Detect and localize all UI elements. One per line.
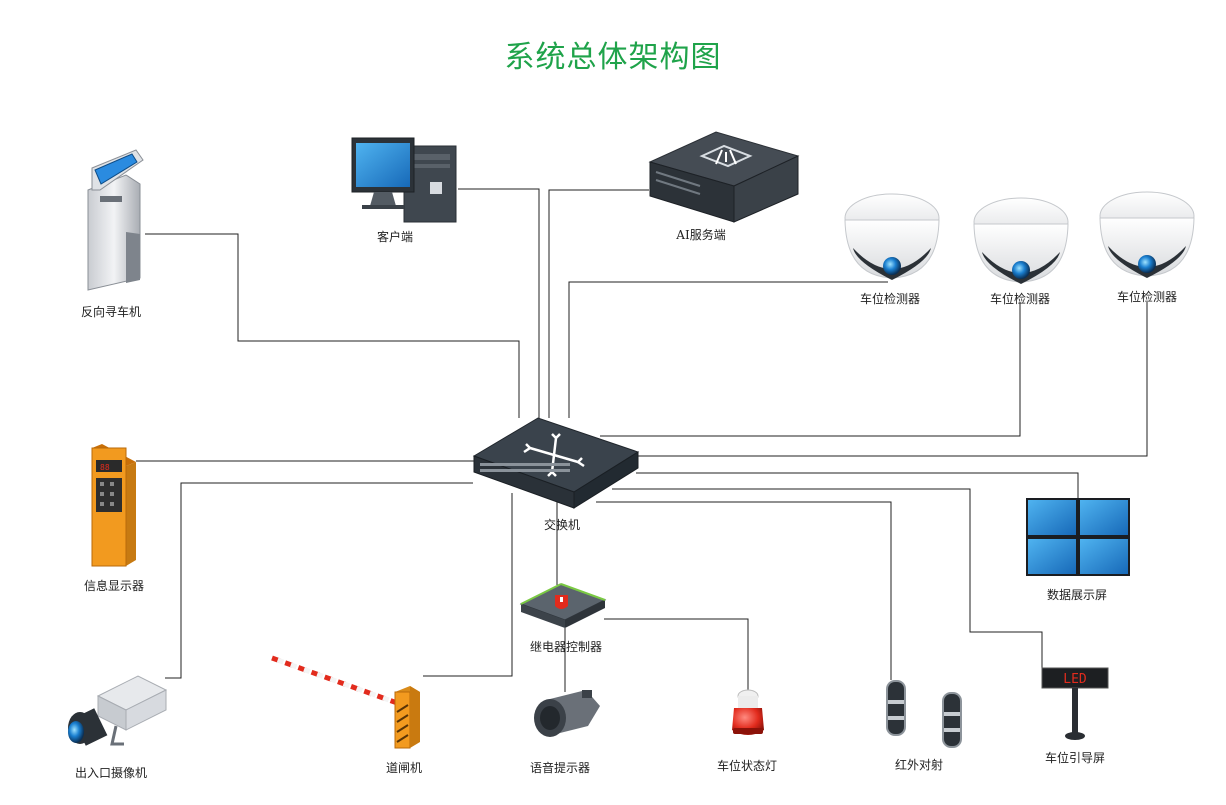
label-data-wall: 数据展示屏 [1046,588,1108,602]
label-client: 客户端 [376,230,414,244]
diagram-title: 系统总体架构图 [504,40,722,75]
label-status-light: 车位状态灯 [716,759,778,773]
label-detector-1: 车位检测器 [859,292,921,306]
barrier-icon [271,655,420,749]
line-detector-3 [636,302,1148,457]
detector-icon-3 [1099,191,1195,278]
label-detector-3: 车位检测器 [1116,290,1178,304]
info-display-icon: 88 [91,444,136,567]
line-camera [165,482,473,679]
switch-icon [472,417,640,509]
line-detector-1 [568,281,888,418]
label-barrier: 道闸机 [385,761,423,775]
speaker-icon [534,690,600,737]
label-switch: 交换机 [543,518,581,532]
label-guide-screen: 车位引导屏 [1044,751,1106,765]
line-detector-2 [600,302,1021,437]
camera-icon [68,675,168,746]
connection-lines [136,188,1148,692]
detector-icon-1 [844,193,940,280]
client-pc-icon [351,137,457,223]
line-kiosk [145,233,520,418]
line-guide-screen [612,488,1043,668]
label-infrared: 红外对射 [894,758,944,772]
label-relay: 继电器控制器 [529,640,603,654]
line-ai-server [548,189,649,418]
guide-screen-led-text: LED [1063,672,1087,687]
svg-text:88: 88 [100,463,110,472]
line-data-wall [636,472,1079,498]
status-light-icon [732,689,764,735]
guide-screen-icon: LED [1041,667,1109,740]
label-detector-2: 车位检测器 [989,292,1051,306]
label-speaker: 语音提示器 [529,761,591,775]
label-camera: 出入口摄像机 [74,766,148,780]
relay-icon [519,583,607,628]
line-barrier [423,493,513,677]
detector-icon-2 [973,197,1069,284]
infrared-icon [886,680,962,748]
label-info-display: 信息显示器 [83,579,145,593]
line-status-light [604,618,749,690]
label-kiosk: 反向寻车机 [80,305,142,319]
data-wall-icon [1026,498,1130,576]
line-infrared [596,501,892,680]
line-client [458,188,540,418]
kiosk-icon [87,149,144,291]
ai-server-icon [648,131,800,223]
label-ai-server: AI服务端 [676,228,726,242]
